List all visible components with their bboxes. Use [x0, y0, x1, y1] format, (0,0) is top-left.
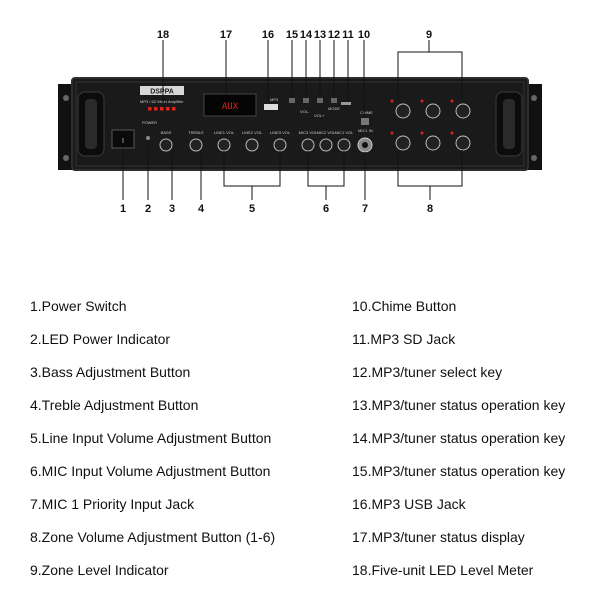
legend-item-3: 3.Bass Adjustment Button — [30, 364, 191, 380]
svg-text:LINE2 VOL: LINE2 VOL — [242, 130, 263, 135]
legend-item-18: 18.Five-unit LED Level Meter — [352, 562, 534, 578]
legend-item-13: 13.MP3/tuner status operation key — [352, 397, 566, 413]
legend-item-5: 5.Line Input Volume Adjustment Button — [30, 430, 272, 446]
sd-slot[interactable] — [341, 102, 351, 105]
svg-text:AUX: AUX — [222, 102, 239, 112]
legend-item-1: 1.Power Switch — [30, 298, 127, 314]
callout-7: 7 — [362, 203, 368, 215]
legend-item-15: 15.MP3/tuner status operation key — [352, 463, 566, 479]
callout-lines — [122, 40, 463, 200]
amplifier-diagram: DSPPA MP3 / 6Z Mixer Amplifier I POWER A… — [58, 29, 542, 215]
status-display — [203, 93, 257, 117]
callout-13: 13 — [314, 29, 326, 41]
callout-17: 17 — [220, 29, 232, 41]
usb-jack[interactable] — [264, 104, 278, 110]
zone-knobs[interactable] — [395, 103, 471, 151]
svg-text:TREBLE: TREBLE — [188, 130, 204, 135]
svg-text:LINE3 VOL: LINE3 VOL — [270, 130, 291, 135]
legend-left-column: 1.Power Switch 2.LED Power Indicator 3.B… — [30, 296, 300, 593]
legend-item-14: 14.MP3/tuner status operation key — [352, 430, 566, 446]
front-panel — [71, 77, 529, 171]
svg-text:BASS: BASS — [161, 130, 172, 135]
callout-2: 2 — [145, 203, 151, 215]
callout-15: 15 — [286, 29, 298, 41]
callout-11: 11 — [342, 29, 354, 41]
mp3-button-13[interactable] — [317, 98, 323, 103]
mp3-button-15[interactable] — [289, 98, 295, 103]
legend-item-12: 12.MP3/tuner select key — [352, 364, 503, 380]
callout-5: 5 — [249, 203, 255, 215]
legend-item-2: 2.LED Power Indicator — [30, 331, 171, 347]
svg-text:VOL-: VOL- — [300, 109, 310, 114]
svg-text:LINE1 VOL: LINE1 VOL — [214, 130, 235, 135]
svg-text:DSPPA: DSPPA — [150, 89, 174, 96]
legend-item-9: 9.Zone Level Indicator — [30, 562, 169, 578]
legend-item-4: 4.Treble Adjustment Button — [30, 397, 199, 413]
callout-12: 12 — [328, 29, 340, 41]
legend-item-11: 11.MP3 SD Jack — [352, 331, 456, 347]
svg-text:CHIME: CHIME — [360, 110, 373, 115]
svg-text:MIC2 VOL: MIC2 VOL — [317, 130, 336, 135]
control-knobs[interactable] — [159, 138, 351, 152]
callout-9: 9 — [426, 29, 432, 41]
mp3-button-12[interactable] — [331, 98, 337, 103]
svg-text:MP3: MP3 — [270, 97, 279, 102]
power-led — [146, 136, 150, 140]
svg-text:I: I — [122, 138, 124, 145]
callout-6: 6 — [323, 203, 329, 215]
legend-item-10: 10.Chime Button — [352, 298, 457, 314]
svg-text:MODE: MODE — [328, 106, 340, 111]
svg-text:MP3 / 6Z Mixer Amplifier: MP3 / 6Z Mixer Amplifier — [140, 99, 184, 104]
legend-right-column: 10.Chime Button 11.MP3 SD Jack 12.MP3/tu… — [352, 296, 592, 593]
mp3-button-14[interactable] — [303, 98, 309, 103]
callout-4: 4 — [198, 203, 205, 215]
svg-text:VOL+: VOL+ — [314, 113, 325, 118]
legend-item-6: 6.MIC Input Volume Adjustment Button — [30, 463, 271, 479]
legend-item-16: 16.MP3 USB Jack — [352, 496, 466, 512]
chime-button[interactable] — [361, 118, 369, 125]
right-rack-ear — [526, 84, 542, 170]
led-level-meter — [148, 107, 176, 111]
legend-item-8: 8.Zone Volume Adjustment Button (1-6) — [30, 529, 276, 545]
legend-item-17: 17.MP3/tuner status display — [352, 529, 525, 545]
brand-logo — [140, 86, 184, 95]
callout-3: 3 — [169, 203, 175, 215]
zone-level-indicators — [390, 99, 454, 135]
svg-text:MIC1 IN: MIC1 IN — [358, 128, 373, 133]
callout-8: 8 — [427, 203, 433, 215]
svg-text:MIC3 VOL: MIC3 VOL — [299, 130, 318, 135]
callout-1: 1 — [120, 203, 126, 215]
callout-18: 18 — [157, 29, 169, 41]
svg-text:MIC1 VOL: MIC1 VOL — [335, 130, 354, 135]
callout-16: 16 — [262, 29, 274, 41]
left-rack-ear — [58, 84, 74, 170]
callout-14: 14 — [300, 29, 313, 41]
svg-text:POWER: POWER — [142, 120, 157, 125]
legend-item-7: 7.MIC 1 Priority Input Jack — [30, 496, 195, 512]
callout-10: 10 — [358, 29, 370, 41]
